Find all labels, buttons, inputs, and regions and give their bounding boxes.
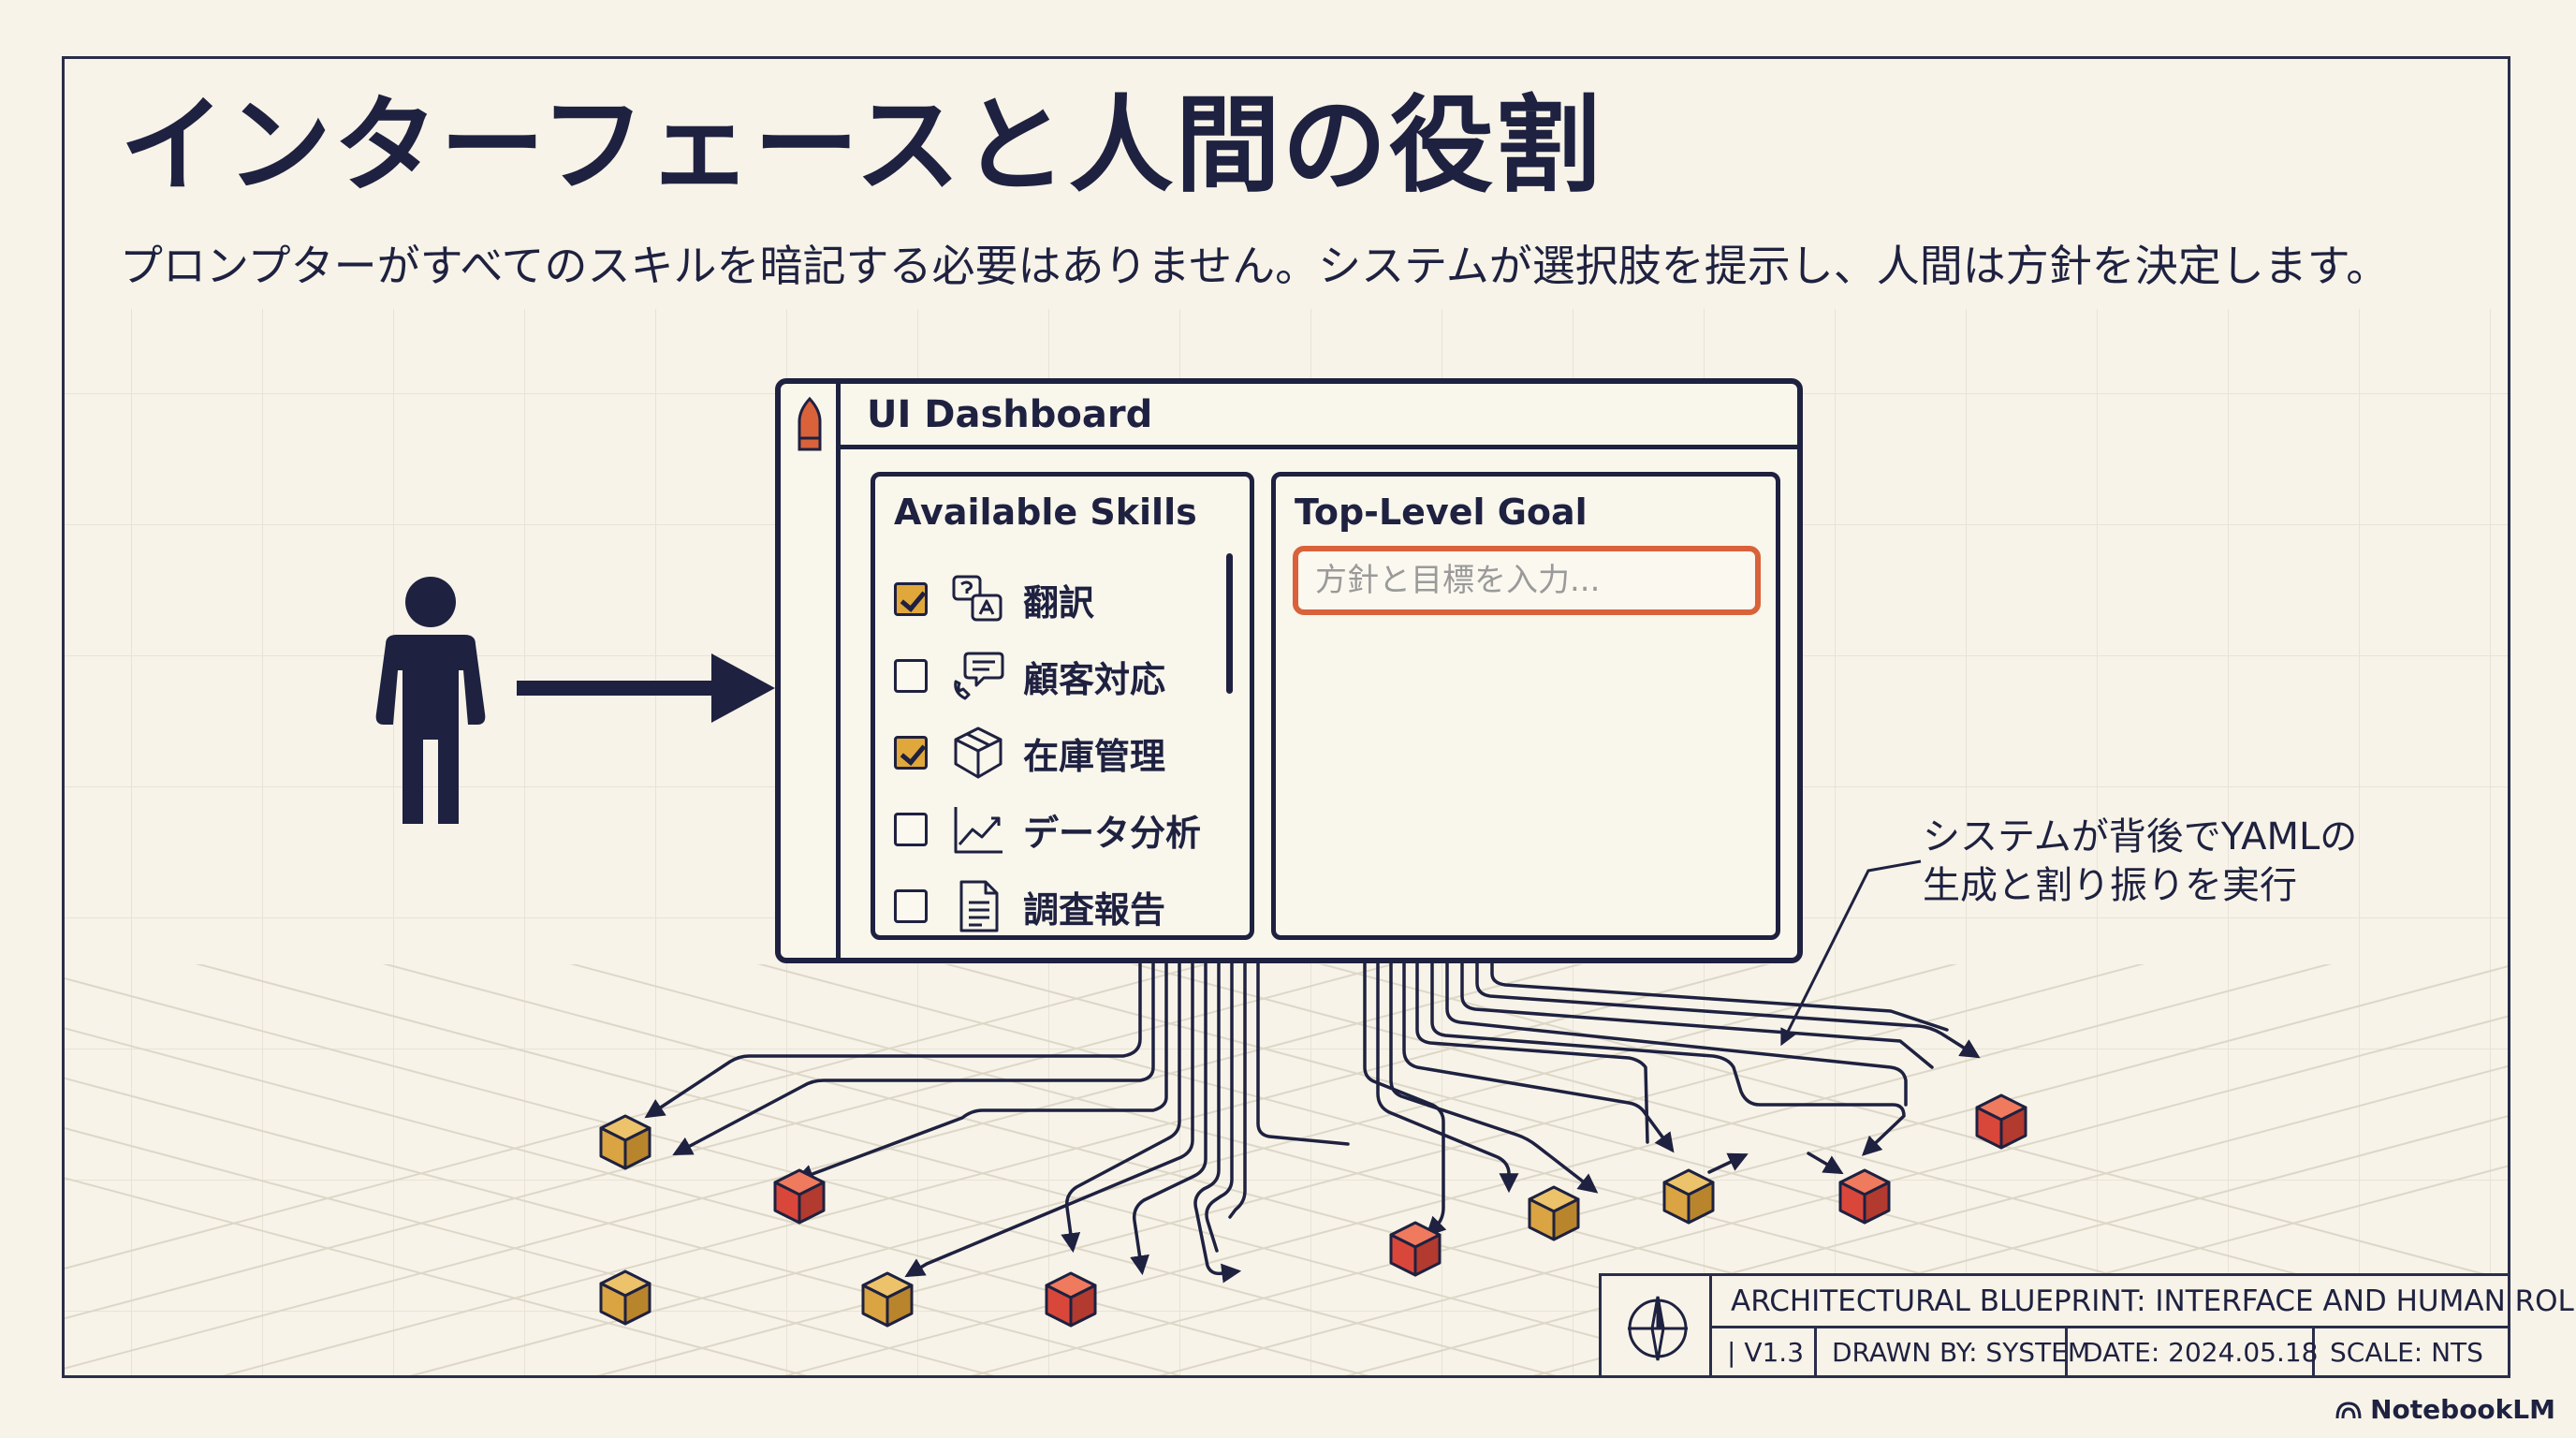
skill-item-data-analysis[interactable]: データ分析 <box>894 791 1240 868</box>
checkbox-unchecked[interactable] <box>894 659 928 693</box>
bullet-icon <box>798 397 822 451</box>
drawn-by-cell: DRAWN BY: SYSTEM <box>1817 1328 2090 1375</box>
date-cell: DATE: 2024.05.18 <box>2068 1328 2319 1375</box>
skill-label: 翻訳 <box>1023 581 1095 624</box>
notebooklm-logo-icon <box>2335 1401 2362 1418</box>
skill-label: 調査報告 <box>1023 888 1166 931</box>
window-titlebar: UI Dashboard <box>841 384 1797 449</box>
document-icon <box>959 880 999 932</box>
annotation-line-2: 生成と割り振りを実行 <box>1923 864 2297 907</box>
window-title: UI Dashboard <box>867 393 1153 436</box>
annotation-line-1: システムが背後でYAMLの <box>1923 815 2358 858</box>
top-level-goal-panel: Top-Level Goal <box>1271 472 1780 940</box>
title-block-meta: | V1.3 DRAWN BY: SYSTEM DATE: 2024.05.18… <box>1712 1328 2508 1375</box>
window-side-strip <box>781 384 841 958</box>
chat-bubble-icon <box>954 652 1004 700</box>
skills-panel-title: Available Skills <box>894 492 1197 533</box>
skill-list: 翻訳 顧客対応 在庫管理 <box>894 561 1240 945</box>
line-chart-icon <box>954 807 1003 854</box>
skill-label: 在庫管理 <box>1023 735 1166 777</box>
skill-label: 顧客対応 <box>1023 658 1166 700</box>
scale-cell: SCALE: NTS <box>2330 1337 2483 1368</box>
title-block-heading: ARCHITECTURAL BLUEPRINT: INTERFACE AND H… <box>1712 1276 2576 1328</box>
watermark-text: NotebookLM <box>2370 1394 2555 1425</box>
skill-item-customer-support[interactable]: 顧客対応 <box>894 638 1240 714</box>
skill-item-inventory[interactable]: 在庫管理 <box>894 714 1240 791</box>
skill-label: データ分析 <box>1023 812 1202 854</box>
checkbox-checked[interactable] <box>894 582 928 616</box>
input-arrow <box>517 653 775 723</box>
goal-input[interactable] <box>1293 546 1761 615</box>
available-skills-panel: Available Skills 翻訳 <box>871 472 1254 940</box>
translate-icon <box>952 575 1003 622</box>
system-annotation: システムが背後でYAMLの 生成と割り振りを実行 <box>1923 813 2357 910</box>
checkbox-unchecked[interactable] <box>894 889 928 923</box>
blueprint-frame <box>62 56 2510 1378</box>
box-icon <box>954 726 1003 779</box>
page-subtitle: プロンプターがすべてのスキルを暗記する必要はありません。システムが選択肢を提示し… <box>120 241 2390 291</box>
page-title: インターフェースと人間の役割 <box>120 85 1603 207</box>
skill-item-translation[interactable]: 翻訳 <box>894 561 1240 638</box>
ui-dashboard-window: UI Dashboard Available Skills 翻訳 <box>775 378 1803 963</box>
annotation-leader <box>1780 859 1922 1047</box>
distribution-wires <box>644 961 1981 1284</box>
skills-scrollbar[interactable] <box>1226 553 1233 694</box>
checkbox-unchecked[interactable] <box>894 813 928 846</box>
goal-panel-title: Top-Level Goal <box>1295 492 1588 533</box>
checkbox-checked[interactable] <box>894 736 928 770</box>
version-cell: | V1.3 <box>1712 1328 1817 1375</box>
compass-cell <box>1602 1276 1712 1375</box>
isometric-floor <box>65 964 2508 1375</box>
notebooklm-watermark: NotebookLM <box>2334 1394 2555 1425</box>
compass-icon <box>1628 1296 1688 1361</box>
title-block: ARCHITECTURAL BLUEPRINT: INTERFACE AND H… <box>1599 1273 2576 1378</box>
skill-item-research-report[interactable]: 調査報告 <box>894 868 1240 945</box>
person-icon <box>375 577 486 824</box>
